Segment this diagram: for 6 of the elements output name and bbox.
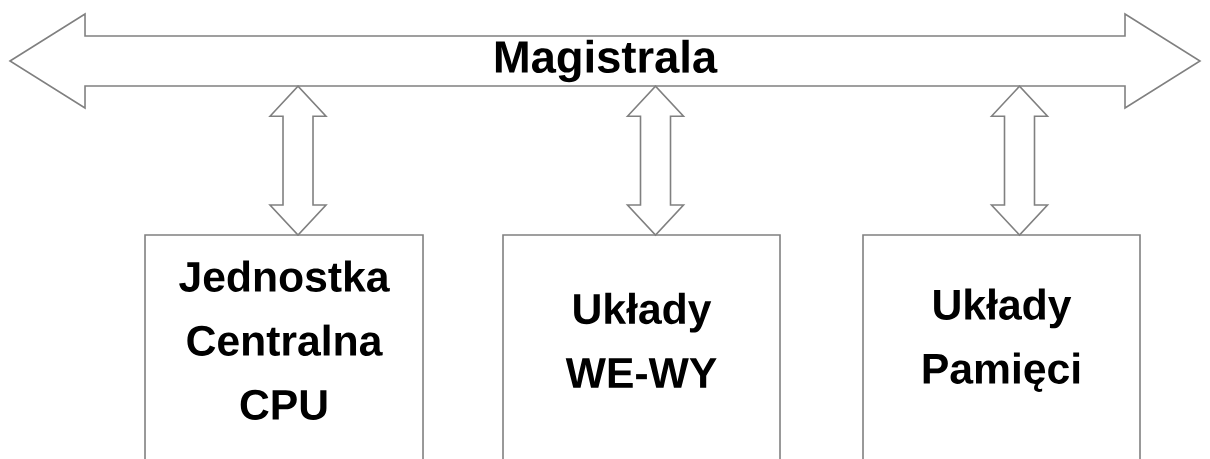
double-arrow	[989, 85, 1050, 237]
double-arrow	[268, 85, 328, 237]
unit-box: Jednostka Centralna CPU	[144, 234, 424, 459]
double-arrow	[625, 85, 686, 237]
unit-box: Układy Pamięci	[862, 234, 1141, 459]
unit-box: Układy WE-WY	[502, 234, 781, 459]
